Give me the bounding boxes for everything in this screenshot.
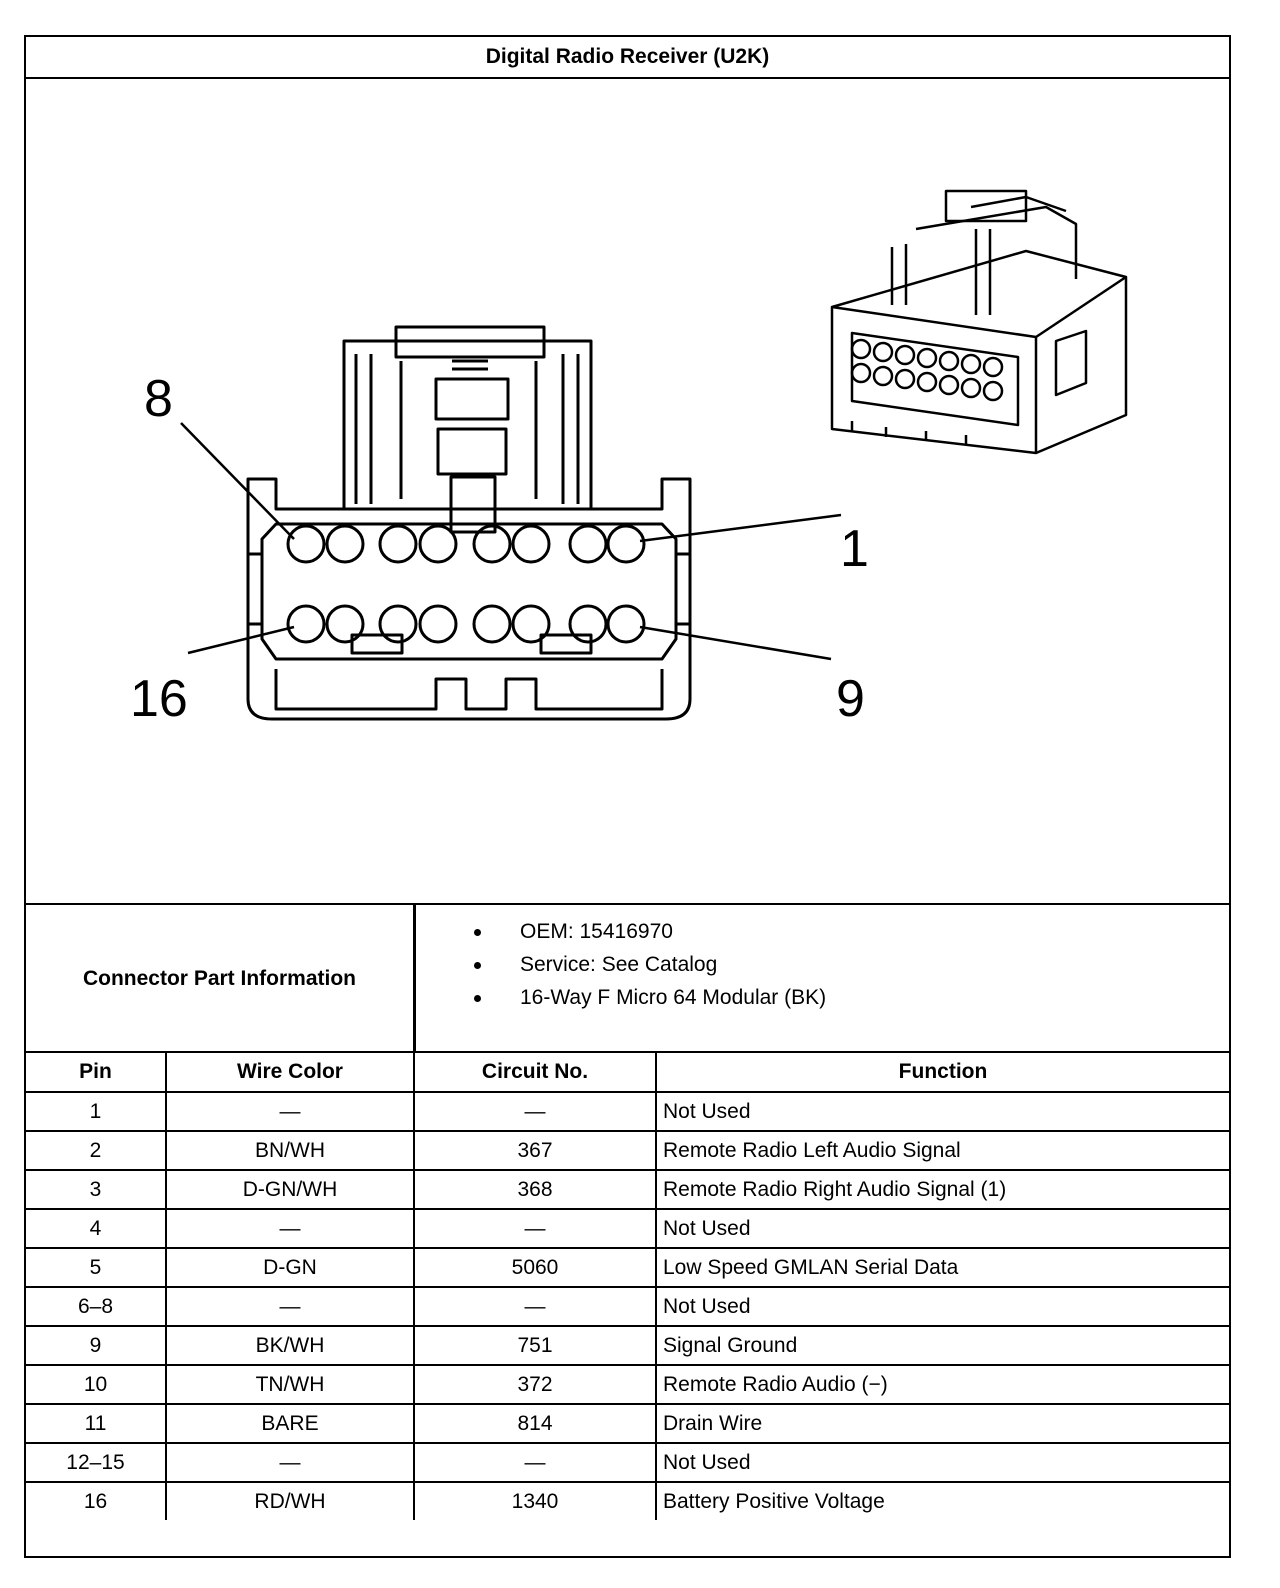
- header-pin: Pin: [26, 1051, 167, 1093]
- info-item: OEM: 15416970: [416, 915, 1229, 948]
- cell-pin: 16: [26, 1481, 167, 1520]
- cell-circuit: 1340: [413, 1481, 657, 1520]
- table-row: 16 RD/WH 1340 Battery Positive Voltage: [26, 1481, 1229, 1520]
- table-row: 4 — — Not Used: [26, 1208, 1229, 1249]
- table-row: 2 BN/WH 367 Remote Radio Left Audio Sign…: [26, 1130, 1229, 1171]
- table-row: 3 D-GN/WH 368 Remote Radio Right Audio S…: [26, 1169, 1229, 1210]
- cell-pin: 4: [26, 1208, 167, 1249]
- cell-circuit: —: [413, 1286, 657, 1327]
- cell-function: Signal Ground: [655, 1325, 1229, 1366]
- cell-function: Not Used: [655, 1091, 1229, 1132]
- cell-wire-color: —: [165, 1442, 415, 1483]
- pinout-table: Pin Wire Color Circuit No. Function 1 — …: [26, 1051, 1229, 1520]
- table-row: 9 BK/WH 751 Signal Ground: [26, 1325, 1229, 1366]
- cell-wire-color: BARE: [165, 1403, 415, 1444]
- pin-row-bottom: [286, 604, 646, 644]
- table-row: 6–8 — — Not Used: [26, 1286, 1229, 1327]
- cell-pin: 6–8: [26, 1286, 167, 1327]
- cell-wire-color: —: [165, 1091, 415, 1132]
- cell-function: Low Speed GMLAN Serial Data: [655, 1247, 1229, 1288]
- bullet-icon: [474, 929, 481, 936]
- cell-wire-color: —: [165, 1286, 415, 1327]
- connector-figure: 8 1 16 9: [26, 79, 1229, 903]
- cell-pin: 2: [26, 1130, 167, 1171]
- header-wire-color: Wire Color: [165, 1051, 415, 1093]
- cell-function: Not Used: [655, 1286, 1229, 1327]
- table-row: 11 BARE 814 Drain Wire: [26, 1403, 1229, 1444]
- cell-function: Not Used: [655, 1442, 1229, 1483]
- table-row: 1 — — Not Used: [26, 1091, 1229, 1132]
- callout-pin-1: 1: [840, 520, 869, 578]
- cell-circuit: 367: [413, 1130, 657, 1171]
- cell-function: Remote Radio Audio (−): [655, 1364, 1229, 1405]
- cell-wire-color: RD/WH: [165, 1481, 415, 1520]
- info-item: Service: See Catalog: [416, 948, 1229, 981]
- connector-part-info-label: Connector Part Information: [26, 905, 416, 1053]
- cell-circuit: —: [413, 1442, 657, 1483]
- connector-part-info-list: OEM: 15416970 Service: See Catalog 16-Wa…: [416, 905, 1229, 1053]
- bullet-icon: [474, 962, 481, 969]
- cell-wire-color: D-GN/WH: [165, 1169, 415, 1210]
- callout-pin-9: 9: [836, 670, 865, 728]
- cell-function: Remote Radio Left Audio Signal: [655, 1130, 1229, 1171]
- connector-front-view: [180, 325, 842, 721]
- cell-function: Battery Positive Voltage: [655, 1481, 1229, 1520]
- cell-wire-color: TN/WH: [165, 1364, 415, 1405]
- connector-iso-view: [830, 189, 1128, 455]
- table-row: 5 D-GN 5060 Low Speed GMLAN Serial Data: [26, 1247, 1229, 1288]
- cell-circuit: 751: [413, 1325, 657, 1366]
- cell-pin: 9: [26, 1325, 167, 1366]
- pinout-sheet: Digital Radio Receiver (U2K): [24, 35, 1231, 1558]
- cell-function: Not Used: [655, 1208, 1229, 1249]
- header-function: Function: [655, 1051, 1229, 1093]
- cell-wire-color: BN/WH: [165, 1130, 415, 1171]
- cell-circuit: 5060: [413, 1247, 657, 1288]
- sheet-title: Digital Radio Receiver (U2K): [26, 37, 1229, 79]
- cell-circuit: —: [413, 1091, 657, 1132]
- cell-wire-color: —: [165, 1208, 415, 1249]
- table-header-row: Pin Wire Color Circuit No. Function: [26, 1051, 1229, 1093]
- cell-pin: 3: [26, 1169, 167, 1210]
- cell-circuit: 372: [413, 1364, 657, 1405]
- connector-part-info: Connector Part Information OEM: 15416970…: [26, 903, 1229, 1053]
- table-row: 10 TN/WH 372 Remote Radio Audio (−): [26, 1364, 1229, 1405]
- cell-circuit: 368: [413, 1169, 657, 1210]
- cell-pin: 1: [26, 1091, 167, 1132]
- cell-pin: 5: [26, 1247, 167, 1288]
- cell-function: Remote Radio Right Audio Signal (1): [655, 1169, 1229, 1210]
- table-row: 12–15 — — Not Used: [26, 1442, 1229, 1483]
- cell-wire-color: BK/WH: [165, 1325, 415, 1366]
- cell-pin: 10: [26, 1364, 167, 1405]
- cell-circuit: —: [413, 1208, 657, 1249]
- cell-function: Drain Wire: [655, 1403, 1229, 1444]
- callout-pin-16: 16: [130, 670, 188, 728]
- header-circuit-no: Circuit No.: [413, 1051, 657, 1093]
- cell-wire-color: D-GN: [165, 1247, 415, 1288]
- callout-pin-8: 8: [144, 370, 173, 428]
- pin-row-top: [286, 524, 646, 564]
- cell-pin: 11: [26, 1403, 167, 1444]
- cell-circuit: 814: [413, 1403, 657, 1444]
- bullet-icon: [474, 995, 481, 1002]
- cell-pin: 12–15: [26, 1442, 167, 1483]
- connector-drawing: [180, 189, 1128, 721]
- info-item: 16-Way F Micro 64 Modular (BK): [416, 981, 1229, 1014]
